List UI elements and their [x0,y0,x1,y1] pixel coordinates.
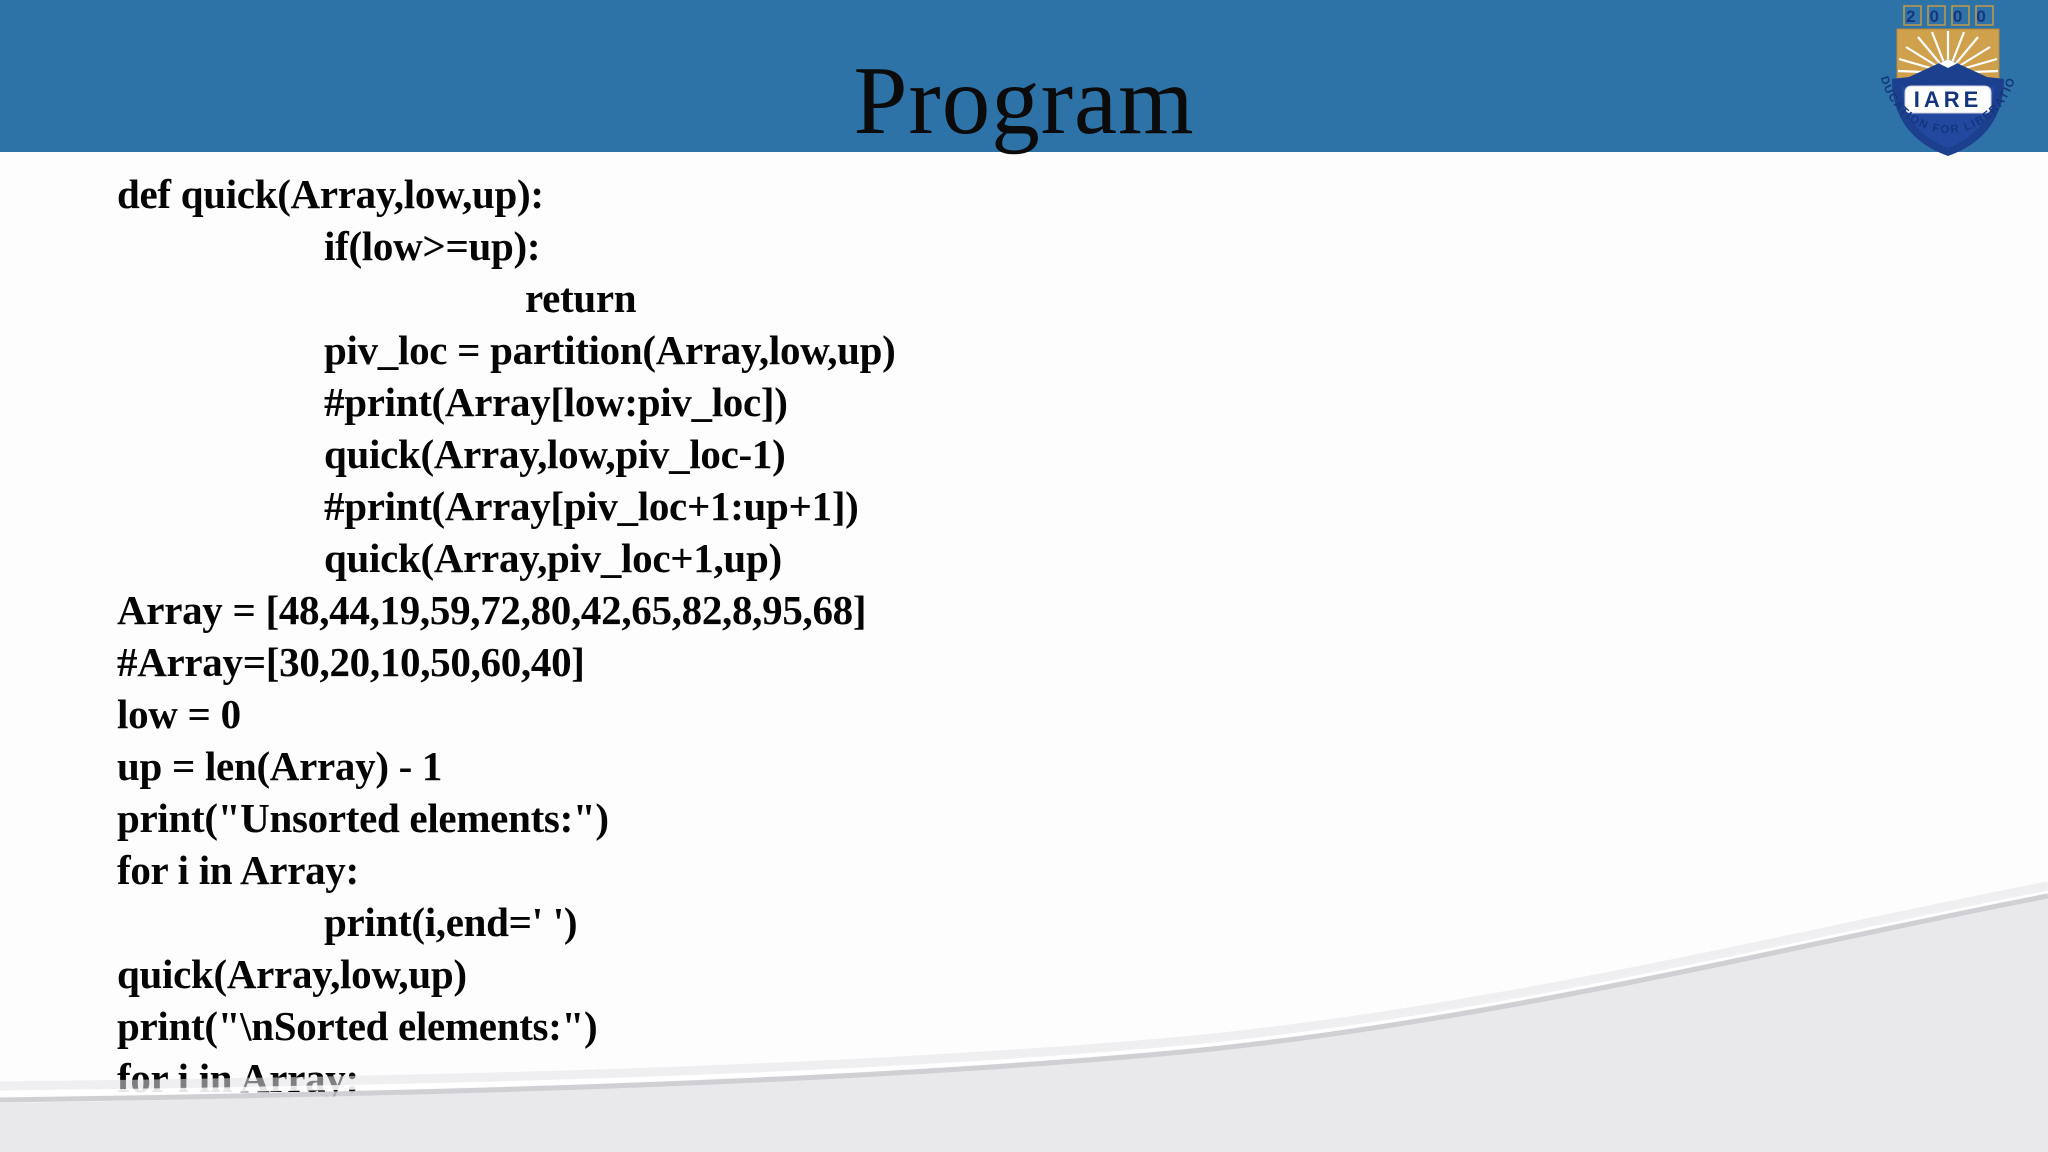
code-block: def quick(Array,low,up): if(low>=up): re… [117,168,1617,1152]
mountain-snowcap [1939,59,1957,68]
iare-banner [1904,85,1992,114]
code-line: quick(Array,low,up) [117,951,467,997]
code-line: piv_loc = partition(Array,low,up) [324,327,896,373]
code-line: for i in Array: [117,847,359,893]
code-line: def quick(Array,low,up): [117,171,544,217]
code-line: quick(Array,piv_loc+1,up) [324,535,782,581]
code-line: Array = [48,44,19,59,72,80,42,65,82,8,95… [117,587,867,633]
code-line: #Array=[30,20,10,50,60,40] [117,639,585,685]
code-line: print(i,end=' ') [324,899,578,945]
iare-logo-icon: 2000 IARE [1868,2,2017,156]
code-line: print("Unsorted elements:") [117,795,609,841]
iare-acronym-text: IARE [1914,87,1983,112]
code-line: #print(Array[low:piv_loc]) [324,379,788,425]
code-line: up = len(Array) - 1 [117,743,443,789]
code-line: for i in Array: [117,1055,359,1101]
code-line: quick(Array,low,piv_loc-1) [324,431,786,477]
code-line: low = 0 [117,691,241,737]
code-line: print(i,end=' ') [324,1107,578,1152]
slide-title: Program [853,47,1195,154]
logo-year-text: 2000 [1906,7,2000,26]
header-bar [0,0,2048,152]
code-line: if(low>=up): [324,223,541,269]
code-line: #print(Array[piv_loc+1:up+1]) [324,483,859,529]
code-line: print("\nSorted elements:") [117,1003,598,1049]
logo-year-group: 2000 [1903,5,2000,26]
code-line: return [525,275,637,321]
logo-sun-panel [1896,28,2000,84]
